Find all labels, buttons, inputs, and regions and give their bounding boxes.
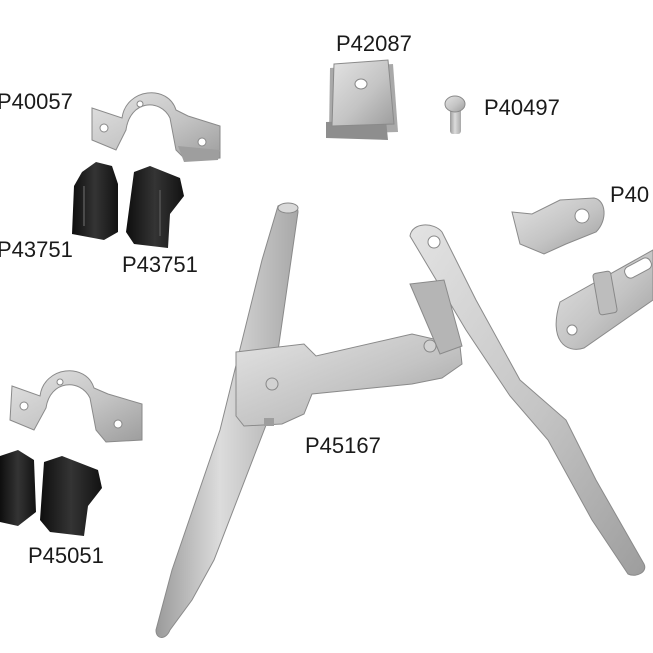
bracket-p45051 [9, 370, 143, 443]
plate-p42087 [326, 59, 398, 140]
latch-plate-p40 [555, 249, 653, 350]
bracket-p40057 [91, 92, 221, 162]
label-p42087: P42087 [336, 31, 412, 56]
rubber-insert-p45051-right [40, 456, 102, 536]
lever-arm [409, 224, 646, 576]
label-p40497: P40497 [484, 95, 560, 120]
latch-keeper-p40 [511, 197, 605, 255]
pin-p40497 [444, 95, 466, 134]
hinge-assembly-p45167 [235, 279, 463, 427]
label-p45051: P45051 [28, 543, 104, 568]
label-p40-partial: P40 [610, 182, 650, 207]
rubber-insert-p45051-left [0, 450, 36, 526]
label-p45167: P45167 [305, 433, 381, 458]
locking-rod [155, 202, 299, 638]
label-p43751-left: P43751 [0, 237, 73, 262]
rubber-insert-p43751-right [126, 166, 184, 248]
rubber-insert-p43751-left [72, 162, 118, 240]
label-p40057: P40057 [0, 89, 73, 114]
label-p43751-right: P43751 [122, 252, 198, 277]
